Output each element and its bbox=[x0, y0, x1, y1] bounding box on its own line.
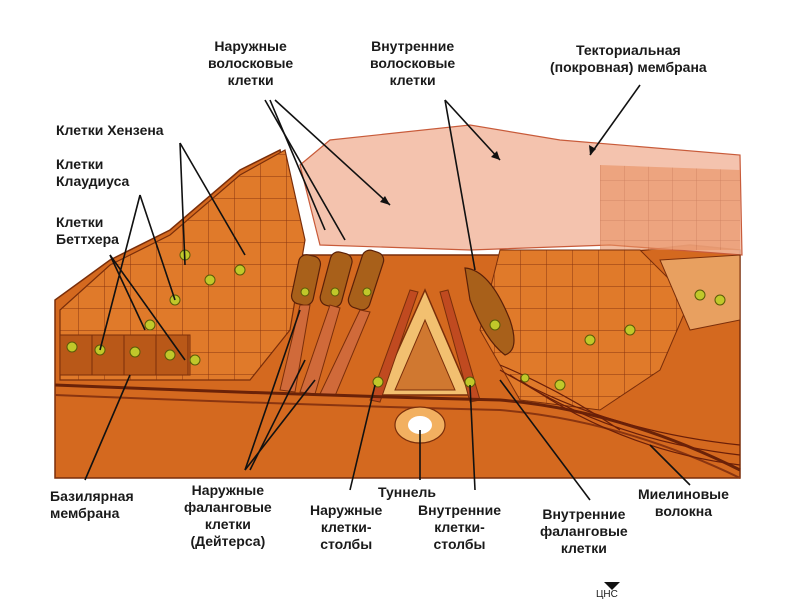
outer-hair-cells bbox=[290, 249, 385, 311]
hensen-cells-region bbox=[59, 149, 306, 381]
boettcher-cells bbox=[59, 334, 191, 376]
spiral-vessel-inner bbox=[408, 416, 432, 434]
inner-pillar-cells-label: Внутренние клетки- столбы bbox=[418, 502, 502, 552]
cns-label: ЦНС bbox=[596, 589, 618, 600]
outer-pillar-cells-label: Наружные клетки- столбы bbox=[310, 502, 383, 552]
hensen-cells-label: Клетки Хензена bbox=[56, 122, 164, 138]
boettcher-cells-label: Клетки Беттхера bbox=[56, 214, 119, 247]
inner-phalangeal-cells-label: Внутренние фаланговые клетки bbox=[540, 506, 628, 556]
tectorial-membrane-cells bbox=[600, 165, 740, 250]
tectorial-membrane-label: Текториальная (покровная) мембрана bbox=[550, 42, 707, 75]
arrowheads bbox=[380, 145, 620, 590]
basilar-membrane-label: Базилярная мембрана bbox=[50, 488, 134, 521]
basilar-membrane-lower bbox=[54, 394, 741, 479]
myelinated-fibers bbox=[499, 364, 741, 466]
claudius-cells-label: Клетки Клаудиуса bbox=[56, 156, 130, 189]
basilar-membrane bbox=[54, 383, 741, 472]
outer-hair-cells-label: Наружные волосковые клетки bbox=[208, 38, 294, 88]
tunnel-interior bbox=[394, 318, 456, 391]
myelinated-fibers-label: Миелиновые волокна bbox=[638, 486, 729, 519]
tunnel-label: Туннель bbox=[378, 484, 437, 500]
cell-nuclei bbox=[66, 249, 726, 391]
pointer-lines bbox=[84, 84, 691, 501]
inner-hair-cell bbox=[464, 267, 515, 356]
outer-phalangeal-cells-label: Наружные фаланговые клетки (Дейтерса) bbox=[184, 482, 272, 549]
inner-hair-cells-label: Внутренние волосковые клетки bbox=[370, 38, 456, 88]
inner-sulcus-region bbox=[479, 249, 691, 411]
outer-pillar-cell bbox=[369, 289, 419, 403]
deiters-cells bbox=[279, 304, 371, 397]
